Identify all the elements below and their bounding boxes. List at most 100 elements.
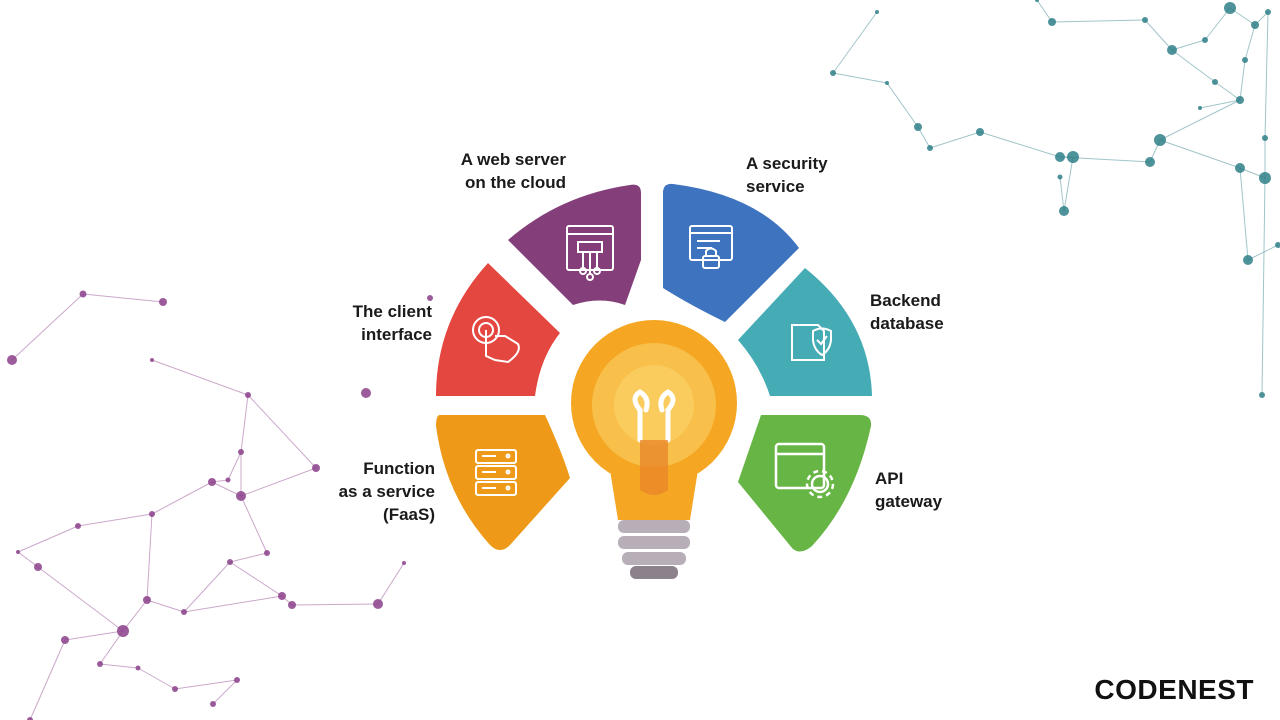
- network-link: [227, 451, 242, 481]
- network-link: [1239, 59, 1246, 101]
- network-link: [1051, 19, 1146, 23]
- network-link: [832, 11, 878, 74]
- network-node: [914, 123, 922, 131]
- touch-hand-icon: [472, 316, 520, 364]
- network-link: [11, 293, 84, 361]
- network-node: [1059, 206, 1069, 216]
- network-node: [227, 559, 233, 565]
- network-node: [1198, 106, 1202, 110]
- network-link: [832, 72, 888, 84]
- network-node: [150, 358, 154, 362]
- label-security-service: A security service: [746, 154, 828, 196]
- network-link: [17, 551, 39, 568]
- network-node: [1262, 135, 1268, 141]
- network-link: [1264, 11, 1269, 139]
- network-link: [247, 394, 317, 469]
- network-node: [225, 477, 231, 483]
- network-node: [75, 523, 81, 529]
- network-link: [174, 679, 238, 690]
- network-node: [1202, 37, 1208, 43]
- network-node: [27, 717, 33, 720]
- network-link: [1244, 24, 1256, 61]
- network-link: [1171, 49, 1216, 83]
- network-link: [1204, 7, 1231, 41]
- network-node: [1154, 134, 1166, 146]
- network-link: [122, 599, 148, 632]
- network-node: [312, 464, 320, 472]
- network-link: [240, 495, 268, 554]
- network-node: [885, 81, 889, 85]
- network-node: [34, 563, 42, 571]
- network-node: [927, 145, 933, 151]
- network-link: [240, 394, 249, 453]
- network-node: [234, 677, 240, 683]
- network-node: [361, 388, 371, 398]
- network-node: [1145, 157, 1155, 167]
- network-link: [211, 481, 242, 497]
- network-node: [1259, 172, 1271, 184]
- network-node: [172, 686, 178, 692]
- network-link: [17, 525, 79, 553]
- network-node: [210, 701, 216, 707]
- network-link: [77, 513, 153, 527]
- server-rack-icon: [475, 449, 517, 496]
- segment-web-server: [508, 184, 641, 305]
- network-link: [1214, 81, 1241, 101]
- network-node: [238, 449, 244, 455]
- network-link: [146, 599, 185, 613]
- network-link: [979, 131, 1061, 158]
- network-link: [1261, 177, 1266, 396]
- network-node: [1057, 174, 1063, 180]
- network-link: [1199, 99, 1241, 109]
- network-node: [288, 601, 296, 609]
- network-link: [917, 126, 931, 149]
- network-node: [117, 625, 129, 637]
- network-node: [208, 478, 216, 486]
- network-link: [1059, 176, 1065, 212]
- label-web-server: A web server on the cloud: [460, 150, 566, 192]
- network-node: [79, 290, 87, 298]
- network-node: [143, 596, 151, 604]
- network-node: [1035, 0, 1039, 2]
- network-link: [291, 603, 379, 606]
- network-node: [1212, 79, 1218, 85]
- network-link: [151, 481, 213, 515]
- network-link: [99, 663, 139, 669]
- network-link: [99, 630, 124, 665]
- network-link: [929, 131, 981, 149]
- network-node: [1142, 17, 1148, 23]
- network-link: [137, 667, 176, 690]
- network-link: [64, 630, 124, 641]
- lightbulb-icon: [571, 320, 737, 579]
- network-link: [82, 293, 164, 303]
- network-node: [427, 295, 433, 301]
- network-node: [1167, 45, 1177, 55]
- network-link: [240, 467, 317, 497]
- label-client-interface: The client interface: [352, 302, 432, 344]
- network-link: [229, 552, 268, 563]
- network-link: [1247, 244, 1279, 261]
- network-link: [151, 359, 249, 396]
- network-node: [278, 592, 286, 600]
- segment-api-gateway: [738, 415, 872, 552]
- network-node: [1055, 152, 1065, 162]
- network-node: [830, 70, 836, 76]
- network-node: [1251, 21, 1259, 29]
- label-backend-database: Backend database: [870, 291, 944, 333]
- network-node: [1048, 18, 1056, 26]
- browser-lock-icon: [689, 225, 733, 269]
- network-node: [1236, 96, 1244, 104]
- network-node: [135, 665, 141, 671]
- network-node: [97, 661, 103, 667]
- network-node: [181, 609, 187, 615]
- network-node: [149, 511, 155, 517]
- network-node: [1265, 9, 1271, 15]
- network-link: [229, 561, 283, 597]
- network-link: [212, 679, 238, 705]
- network-node: [1235, 163, 1245, 173]
- network-node: [402, 561, 406, 565]
- document-shield-icon: [791, 324, 832, 361]
- server-board-icon: [566, 225, 614, 281]
- segment-backend-database: [738, 268, 872, 396]
